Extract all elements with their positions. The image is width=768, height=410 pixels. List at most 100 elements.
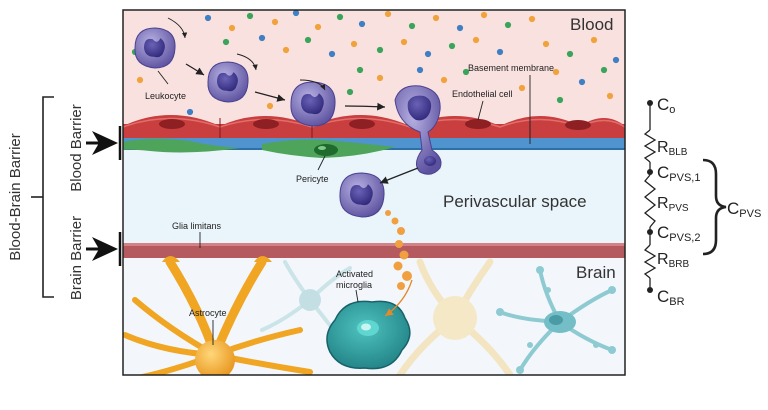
node-c-br [647, 287, 653, 293]
plasma-particle [440, 76, 448, 84]
background-neurons [260, 258, 514, 375]
migration-arrows [167, 17, 419, 184]
plasma-particle [282, 46, 290, 54]
plasma-particle [304, 36, 312, 44]
label-c-pvs1: CPVS,1 [657, 163, 700, 184]
plasma-particle [578, 78, 586, 86]
leukocyte-label: Leukocyte [145, 91, 186, 101]
plasma-particle [228, 24, 236, 32]
glia-limitans-layer [123, 243, 625, 258]
plasma-particle [566, 50, 574, 58]
resistor-pvs [643, 174, 657, 228]
label-r-blb: RBLB [657, 139, 688, 158]
leader-lines [157, 70, 531, 345]
plasma-particle [556, 96, 564, 104]
blood-region-label: Blood [570, 15, 613, 34]
plasma-particle [472, 36, 480, 44]
plasma-particle [552, 68, 560, 76]
label-r-brb: RBRB [657, 251, 689, 270]
blood-region [123, 10, 625, 130]
perivascular-region-label: Perivascular space [443, 192, 587, 211]
plasma-particle [376, 74, 384, 82]
plasma-particle [480, 11, 488, 19]
bbb-label: Blood-Brain Barrier [7, 133, 24, 261]
plasma-particle [424, 50, 432, 58]
plasma-particle [271, 18, 279, 26]
endothelial-cell-label: Endothelial cell [452, 89, 513, 99]
leukocyte-sequence [134, 27, 442, 218]
plasma-particle [266, 102, 274, 110]
plasma-particle [292, 10, 300, 17]
plasma-particle [400, 38, 408, 46]
pvs-curly-brace [702, 158, 727, 256]
cytokine-droplets [385, 210, 412, 290]
plasma-particle [186, 108, 194, 116]
compartment-circuit: Co CPVS,1 CPVS,2 CBR RBLB RPVS RBRB CPVS [643, 95, 761, 308]
plasma-particle [408, 22, 416, 30]
pericyte-cells [123, 138, 395, 158]
plasma-particle [518, 84, 526, 92]
plasma-particle [258, 34, 266, 42]
resting-microglia [496, 266, 616, 374]
label-c-pvs-group: CPVS [727, 199, 761, 220]
node-c-pvs1 [647, 169, 653, 175]
plasma-particle [358, 20, 366, 28]
activated-microglia-cell [326, 300, 411, 370]
plasma-particle [384, 10, 392, 18]
plasma-particle [528, 15, 536, 23]
plasma-particle [432, 14, 440, 22]
glia-limitans-label: Glia limitans [172, 221, 222, 231]
leukocyte-cell [290, 81, 336, 127]
basement-membrane [123, 138, 625, 150]
plasma-particle [448, 42, 456, 50]
basement-membrane-label: Basement membrane [468, 63, 554, 73]
transmigrating-leukocyte [394, 85, 442, 175]
leukocyte-cell [207, 61, 249, 103]
leukocyte-cell [339, 172, 385, 218]
leukocyte-cell [134, 27, 176, 69]
barrier-annotations: Blood-Brain Barrier Blood Barrier Brain … [7, 96, 122, 300]
label-c-br: CBR [657, 287, 685, 308]
astrocyte-label: Astrocyte [189, 308, 227, 318]
blood-barrier-arrow [92, 131, 118, 155]
label-c-pvs2: CPVS,2 [657, 223, 700, 244]
plasma-particle [336, 13, 344, 21]
resistor-brb [643, 244, 657, 279]
bbb-bracket [42, 96, 54, 298]
endothelial-layer [123, 115, 625, 138]
plasma-particle [606, 92, 614, 100]
astrocyte-cell [123, 256, 313, 375]
plasma-particle [600, 66, 608, 74]
cytokine-arrow [384, 279, 413, 317]
plasma-particle [416, 66, 424, 74]
label-c-o: Co [657, 95, 675, 116]
plasma-particle [590, 36, 598, 44]
plasma-particle [376, 46, 384, 54]
brain-barrier-arrow [92, 237, 118, 261]
plasma-particle [350, 40, 358, 48]
plasma-particle [496, 48, 504, 56]
brain-barrier-label: Brain Barrier [68, 216, 85, 300]
plasma-particle [612, 56, 620, 64]
pericyte-label: Pericyte [296, 174, 329, 184]
activated-microglia-label-1: Activated [336, 269, 373, 279]
plasma-particle [246, 12, 254, 20]
resistor-blb [643, 129, 657, 163]
plasma-particle [314, 23, 322, 31]
brain-region-label: Brain [576, 263, 616, 282]
plasma-particles [131, 10, 620, 116]
node-c-o [647, 100, 653, 106]
plasma-particle [356, 66, 364, 74]
plasma-particle [456, 24, 464, 32]
pericyte-nucleus [314, 144, 338, 156]
plasma-particle [346, 88, 354, 96]
plasma-particle [542, 40, 550, 48]
plasma-particle [504, 21, 512, 29]
blood-barrier-label: Blood Barrier [68, 104, 85, 192]
plasma-particle [328, 50, 336, 58]
node-c-pvs2 [647, 229, 653, 235]
plasma-particle [222, 38, 230, 46]
main-panel: Leukocyte Endothelial cell Basement memb… [123, 10, 625, 375]
